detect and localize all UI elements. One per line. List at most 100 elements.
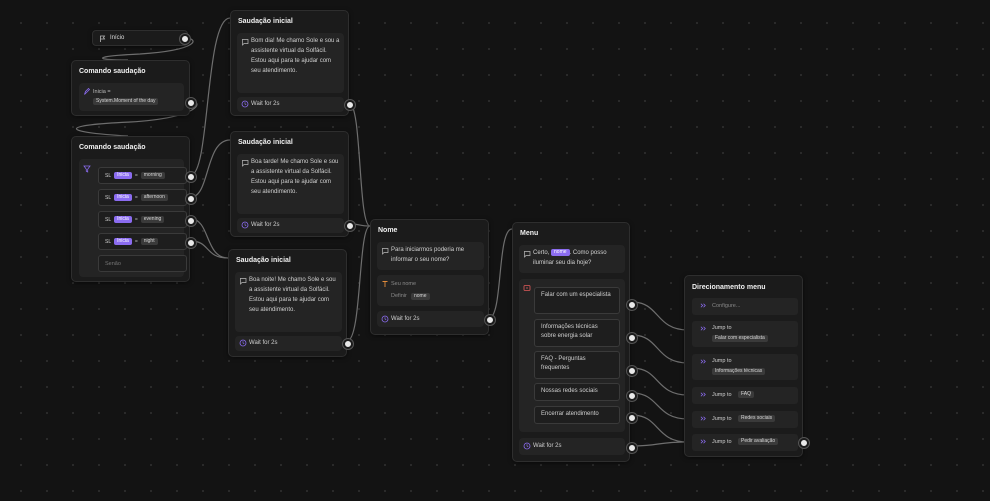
menu-node[interactable]: Menu Certo, nome. Como posso iluminar se… (512, 222, 637, 462)
condition-output-port[interactable] (186, 172, 196, 182)
edge-name-menu (488, 228, 513, 319)
message-block[interactable]: Bom dia! Me chamo Sole e sou a assistent… (237, 33, 344, 93)
clock-icon (241, 221, 249, 229)
node-title: Saudação inicial (236, 257, 291, 264)
condition-output-port[interactable] (186, 216, 196, 226)
set-variable-block[interactable]: Inicia = System.Moment of the day (79, 83, 184, 111)
configure-row[interactable]: Configure... (692, 298, 798, 315)
greeting-command-node-2[interactable]: Comando saudação SL Inicia = morning SL … (71, 136, 196, 282)
message-text: Boa noite! Me chamo Sole e sou a assiste… (249, 277, 336, 313)
start-node[interactable]: Início (92, 30, 190, 46)
define-variable-tag: nome (411, 293, 430, 300)
greeting-command-node-1[interactable]: Comando saudação Inicia = System.Moment … (71, 60, 196, 116)
buttons-icon (523, 284, 531, 292)
wait-output-port[interactable] (343, 339, 353, 349)
condition-output-port[interactable] (186, 194, 196, 204)
initial-greeting-node-3[interactable]: Saudação inicial Boa noite! Me chamo Sol… (228, 249, 353, 357)
jump-target-tag: Falar com especialista (712, 335, 768, 342)
condition-block[interactable]: SL Inicia = morning SL Inicia = afternoo… (79, 159, 187, 277)
wait-output-port[interactable] (345, 100, 355, 110)
node-title: Saudação inicial (238, 18, 293, 25)
menu-option-button[interactable]: Falar com um especialista (534, 287, 620, 314)
condition-row[interactable]: SL Inicia = morning (98, 167, 187, 184)
flag-icon (99, 35, 107, 43)
menu-routing-node[interactable]: Direcionamento menu Configure... Jump to… (684, 275, 809, 457)
chat-bubble-icon (381, 247, 389, 255)
else-row[interactable]: Senão (98, 255, 187, 272)
condition-output-port[interactable] (186, 238, 196, 248)
clock-icon (241, 100, 249, 108)
wait-label: Wait for 2s (251, 101, 280, 107)
variable-value-tag: System.Moment of the day (93, 98, 159, 105)
edge-cmd2-greet3a (190, 218, 229, 259)
initial-greeting-node-1[interactable]: Saudação inicial Bom dia! Me chamo Sole … (230, 10, 355, 116)
wait-block[interactable]: Wait for 2s (377, 311, 484, 327)
pencil-icon (83, 88, 91, 96)
edge-opt1-route (631, 301, 689, 331)
node-title: Nome (378, 227, 398, 234)
jump-row[interactable]: Jump to Redes sociais (692, 411, 798, 428)
double-chevron-icon (700, 325, 707, 332)
start-output-port[interactable] (180, 34, 190, 44)
define-label: Definir (391, 293, 407, 299)
option-output-port[interactable] (627, 413, 637, 423)
wait-block[interactable]: Wait for 2s (235, 336, 342, 351)
input-placeholder: Seu nome (391, 281, 417, 287)
option-output-port[interactable] (627, 391, 637, 401)
node-title: Comando saudação (79, 68, 146, 75)
jump-row[interactable]: Jump to Falar com especialista (692, 321, 798, 347)
clock-icon (523, 442, 531, 450)
routing-output-port[interactable] (799, 438, 809, 448)
clock-icon (239, 339, 247, 347)
menu-option-button[interactable]: Informações técnicas sobre energia solar (534, 319, 620, 347)
jump-target-tag: Pedir avaliação (738, 438, 779, 445)
wait-block[interactable]: Wait for 2s (237, 218, 344, 233)
name-node[interactable]: Nome Para iniciarmos poderia me informar… (370, 219, 495, 335)
option-output-port[interactable] (627, 300, 637, 310)
wait-block[interactable]: Wait for 2s (519, 438, 625, 455)
wait-label: Wait for 2s (249, 340, 278, 346)
chat-bubble-icon (241, 38, 249, 46)
condition-row[interactable]: SL Inicia = afternoon (98, 189, 187, 206)
menu-option-button[interactable]: Encerrar atendimento (534, 406, 620, 424)
edge-opt4-route (631, 392, 689, 420)
message-block[interactable]: Boa noite! Me chamo Sole e sou a assiste… (235, 272, 342, 332)
menu-option-button[interactable]: FAQ - Perguntas frequentes (534, 351, 620, 379)
node-title: Menu (520, 230, 539, 237)
text-input-block[interactable]: Seu nome Definir nome (377, 275, 484, 306)
wait-block[interactable]: Wait for 2s (237, 97, 344, 112)
double-chevron-icon (700, 358, 707, 365)
text-input-icon (381, 280, 389, 288)
initial-greeting-node-2[interactable]: Saudação inicial Boa tarde! Me chamo Sol… (230, 131, 355, 237)
edge-opt3-route (631, 367, 689, 396)
wait-output-port[interactable] (627, 443, 637, 453)
chat-bubble-icon (241, 159, 249, 167)
cmd1-output-port[interactable] (186, 98, 196, 108)
wait-label: Wait for 2s (251, 222, 280, 228)
double-chevron-icon (700, 438, 707, 445)
jump-row[interactable]: Jump to Pedir avaliação (692, 434, 798, 451)
message-block[interactable]: Certo, nome. Como posso iluminar seu dia… (519, 245, 625, 273)
double-chevron-icon (700, 391, 707, 398)
wait-output-port[interactable] (345, 221, 355, 231)
menu-option-button[interactable]: Nossas redes sociais (534, 383, 620, 401)
wait-output-port[interactable] (485, 315, 495, 325)
clock-icon (381, 315, 389, 323)
jump-row[interactable]: Jump to Informações técnicas (692, 354, 798, 380)
condition-row[interactable]: SL Inicia = evening (98, 211, 187, 228)
message-block[interactable]: Boa tarde! Me chamo Sole e sou a assiste… (237, 154, 344, 214)
condition-row[interactable]: SL Inicia = night (98, 233, 187, 250)
option-output-port[interactable] (627, 333, 637, 343)
option-output-port[interactable] (627, 366, 637, 376)
message-text: Bom dia! Me chamo Sole e sou a assistent… (251, 38, 340, 74)
edge-opt5-route (631, 414, 689, 443)
edge-greet3-name (346, 225, 371, 342)
wait-label: Wait for 2s (533, 443, 562, 449)
message-block[interactable]: Para iniciarmos poderia me informar o se… (377, 242, 484, 270)
chat-bubble-icon (239, 277, 247, 285)
jump-target-tag: FAQ (738, 391, 755, 398)
node-title: Comando saudação (79, 144, 146, 151)
jump-row[interactable]: Jump to FAQ (692, 387, 798, 404)
configure-placeholder: Configure... (712, 303, 741, 309)
